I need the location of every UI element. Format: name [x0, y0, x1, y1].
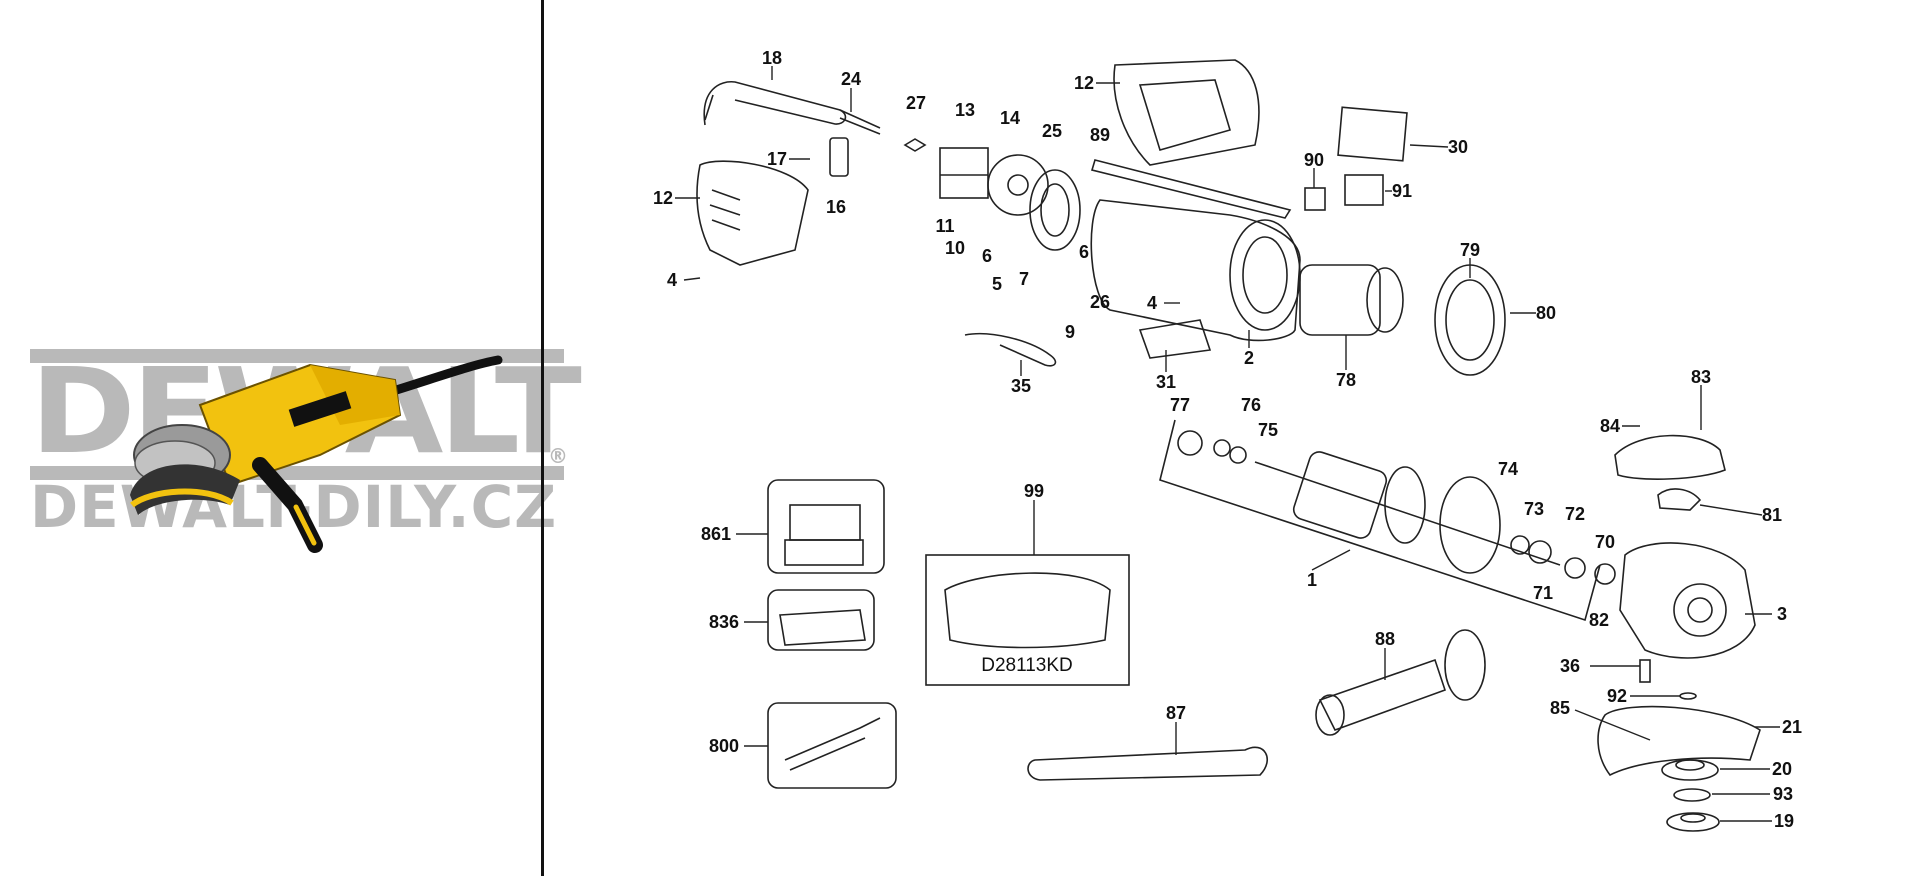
part-number-12: 12 — [653, 188, 673, 208]
part-number-17: 17 — [767, 149, 787, 169]
vertical-divider — [541, 0, 544, 876]
part-number-81: 81 — [1762, 505, 1782, 525]
part-number-90: 90 — [1304, 150, 1324, 170]
left-pane: DEWALT ® DEWALT-DILY.CZ — [0, 0, 582, 876]
part-number-74: 74 — [1498, 459, 1518, 479]
part-number-93: 93 — [1773, 784, 1793, 804]
kit-label: D28113KD — [981, 655, 1073, 676]
part-number-5: 5 — [992, 274, 1002, 294]
part-number-3: 3 — [1777, 604, 1787, 624]
part-number-83: 83 — [1691, 367, 1711, 387]
part-number-6: 6 — [1079, 242, 1089, 262]
part-number-18: 18 — [762, 48, 782, 68]
part-number-1: 1 — [1307, 570, 1317, 590]
part-number-25: 25 — [1042, 121, 1062, 141]
part-number-4: 4 — [1147, 293, 1157, 313]
part-number-861: 861 — [701, 524, 731, 544]
part-number-85: 85 — [1550, 698, 1570, 718]
part-number-836: 836 — [709, 612, 739, 632]
part-number-91: 91 — [1392, 181, 1412, 201]
part-number-99: 99 — [1024, 481, 1044, 501]
part-number-4: 4 — [667, 270, 677, 290]
part-number-73: 73 — [1524, 499, 1544, 519]
part-number-82: 82 — [1589, 610, 1609, 630]
part-number-800: 800 — [709, 736, 739, 756]
part-number-2: 2 — [1244, 348, 1254, 368]
part-number-16: 16 — [826, 197, 846, 217]
part-number-26: 26 — [1090, 292, 1110, 312]
part-number-80: 80 — [1536, 303, 1556, 323]
part-number-27: 27 — [906, 93, 926, 113]
part-number-24: 24 — [841, 69, 861, 89]
part-number-84: 84 — [1600, 416, 1620, 436]
part-number-12: 12 — [1074, 73, 1094, 93]
angle-grinder-product-photo — [130, 355, 503, 553]
part-number-72: 72 — [1565, 504, 1585, 524]
part-number-92: 92 — [1607, 686, 1627, 706]
part-number-13: 13 — [955, 100, 975, 120]
part-number-11: 11 — [935, 216, 954, 236]
part-number-20: 20 — [1772, 759, 1792, 779]
part-number-70: 70 — [1595, 532, 1615, 552]
part-number-78: 78 — [1336, 370, 1356, 390]
part-number-10: 10 — [945, 238, 965, 258]
part-number-75: 75 — [1258, 420, 1278, 440]
part-number-88: 88 — [1375, 629, 1395, 649]
part-number-36: 36 — [1560, 656, 1580, 676]
part-number-7: 7 — [1019, 269, 1029, 289]
part-number-6: 6 — [982, 246, 992, 266]
part-number-14: 14 — [1000, 108, 1020, 128]
part-number-76: 76 — [1241, 395, 1261, 415]
part-number-35: 35 — [1011, 376, 1031, 396]
watermark-bar-top — [30, 349, 564, 363]
part-number-31: 31 — [1156, 372, 1176, 392]
part-number-77: 77 — [1170, 395, 1190, 415]
part-number-87: 87 — [1166, 703, 1186, 723]
part-number-71: 71 — [1533, 583, 1553, 603]
part-number-9: 9 — [1065, 322, 1075, 342]
part-number-21: 21 — [1782, 717, 1802, 737]
part-number-30: 30 — [1448, 137, 1468, 157]
part-number-19: 19 — [1774, 811, 1794, 831]
watermark-registered-mark: ® — [548, 444, 568, 468]
part-number-79: 79 — [1460, 240, 1480, 260]
exploded-view-svg: 1824271314258912309091171612111066572694… — [653, 48, 1802, 832]
part-number-89: 89 — [1090, 125, 1110, 145]
